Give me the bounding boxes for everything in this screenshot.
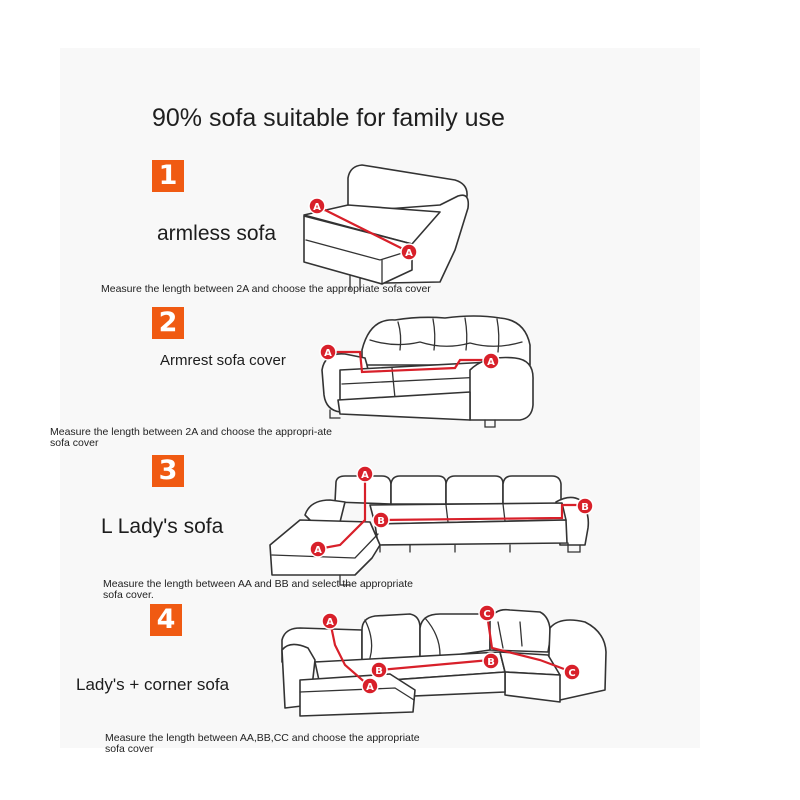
svg-text:A: A — [361, 470, 369, 481]
marker-b: B — [372, 511, 390, 529]
svg-text:B: B — [377, 516, 385, 527]
marker-a: A — [361, 677, 379, 695]
marker-a: A — [321, 612, 339, 630]
svg-text:A: A — [313, 202, 321, 213]
marker-a: A — [356, 465, 374, 483]
measure-note-4: Measure the length between AA,BB,CC and … — [105, 732, 420, 755]
marker-b: B — [370, 661, 388, 679]
marker-a: A — [482, 352, 500, 370]
marker-c: C — [563, 663, 581, 681]
svg-text:A: A — [314, 545, 322, 556]
svg-text:A: A — [487, 357, 495, 368]
measure-note-3: Measure the length between AA and BB and… — [103, 578, 413, 601]
sofa-type-label-3: L Lady's sofa — [101, 515, 224, 538]
measure-note-1: Measure the length between 2A and choose… — [101, 283, 431, 295]
svg-text:A: A — [326, 617, 334, 628]
step-number-4: 4 — [150, 604, 182, 636]
step-number-1: 1 — [152, 160, 184, 192]
step-number-2: 2 — [152, 307, 184, 339]
sofa-type-label-2: Armrest sofa cover — [160, 352, 286, 369]
svg-text:A: A — [405, 248, 413, 259]
svg-text:C: C — [568, 668, 575, 679]
svg-text:B: B — [581, 502, 589, 513]
svg-text:B: B — [487, 657, 495, 668]
sofa-type-label-4: Lady's + corner sofa — [76, 675, 230, 694]
svg-text:A: A — [324, 348, 332, 359]
page-title: 90% sofa suitable for family use — [152, 104, 505, 132]
marker-a: A — [308, 197, 326, 215]
marker-b: B — [482, 652, 500, 670]
svg-text:A: A — [366, 682, 374, 693]
svg-text:B: B — [375, 666, 383, 677]
svg-text:C: C — [483, 609, 490, 620]
marker-c: C — [478, 604, 496, 622]
measure-note-2: Measure the length between 2A and choose… — [50, 426, 332, 449]
marker-a: A — [400, 243, 418, 261]
marker-b: B — [576, 497, 594, 515]
marker-a: A — [319, 343, 337, 361]
step-number-3: 3 — [152, 455, 184, 487]
sofa-type-label-1: armless sofa — [157, 222, 277, 245]
marker-a: A — [309, 540, 327, 558]
